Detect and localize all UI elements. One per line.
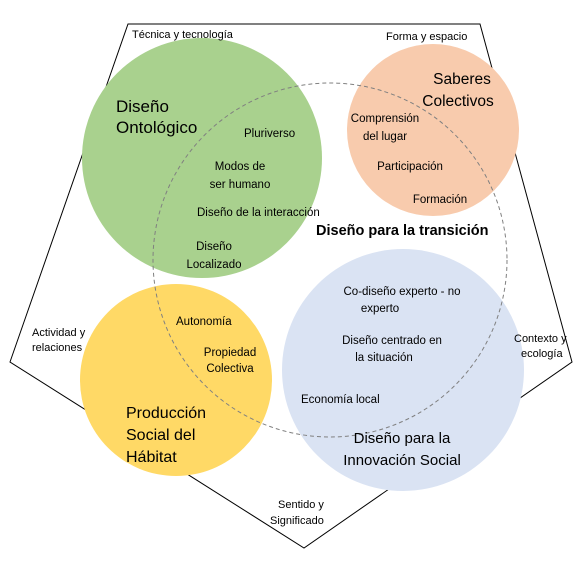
saberes-title: Saberes xyxy=(433,71,491,88)
produccion-title: Producción xyxy=(126,405,206,422)
innovacion-item-centrado: Diseño centrado en xyxy=(342,335,442,347)
ontologico-item-pluriverso: Pluriverso xyxy=(244,128,295,140)
label-tecnica-tecnologia: Técnica y tecnología xyxy=(132,29,234,41)
circle-diseno-ontologico xyxy=(82,38,322,278)
innovacion-item-codiseno-2: experto xyxy=(361,303,399,315)
ontologico-item-interaccion: Diseño de la interacción xyxy=(197,207,320,219)
transition-dashed-circle xyxy=(152,82,508,438)
label-sentido-significado-2: Significado xyxy=(270,515,324,527)
saberes-item-participacion: Participación xyxy=(377,161,443,173)
ontologico-item-localizado: Diseño xyxy=(196,241,232,253)
ontologico-item-localizado-2: Localizado xyxy=(187,259,242,271)
ontologico-title: Diseño xyxy=(116,97,169,116)
produccion-item-propiedad-2: Colectiva xyxy=(206,363,254,375)
label-actividad-relaciones-2: relaciones xyxy=(32,342,83,354)
innovacion-title-2: Innovación Social xyxy=(343,452,461,469)
label-sentido-significado: Sentido y xyxy=(278,499,324,511)
ontologico-item-modos-2: ser humano xyxy=(210,179,271,191)
saberes-item-comprension: Comprensión xyxy=(351,113,419,125)
saberes-title-2: Colectivos xyxy=(422,93,494,110)
produccion-title-3: Hábitat xyxy=(126,449,177,466)
produccion-item-propiedad: Propiedad xyxy=(204,347,256,359)
produccion-item-autonomia: Autonomía xyxy=(176,316,232,328)
ontologico-title-2: Ontológico xyxy=(116,118,197,137)
saberes-item-comprension-2: del lugar xyxy=(363,131,407,143)
label-actividad-relaciones: Actividad y xyxy=(32,327,86,339)
circle-saberes-colectivos xyxy=(347,44,519,216)
circle-innovacion-social xyxy=(282,249,524,491)
innovacion-item-codiseno: Co-diseño experto - no xyxy=(344,286,461,298)
center-title: Diseño para la transición xyxy=(316,223,488,239)
label-contexto-ecologia-2: ecología xyxy=(521,348,563,360)
label-forma-espacio: Forma y espacio xyxy=(386,31,467,43)
label-contexto-ecologia: Contexto y xyxy=(514,333,567,345)
innovacion-item-economia: Economía local xyxy=(301,394,380,406)
innovacion-title: Diseño para la xyxy=(354,430,451,447)
ontologico-item-modos: Modos de xyxy=(215,161,266,173)
innovacion-item-centrado-2: la situación xyxy=(355,352,413,364)
produccion-title-2: Social del xyxy=(126,427,195,444)
circle-produccion-social xyxy=(80,284,272,476)
saberes-item-formacion: Formación xyxy=(413,194,467,206)
